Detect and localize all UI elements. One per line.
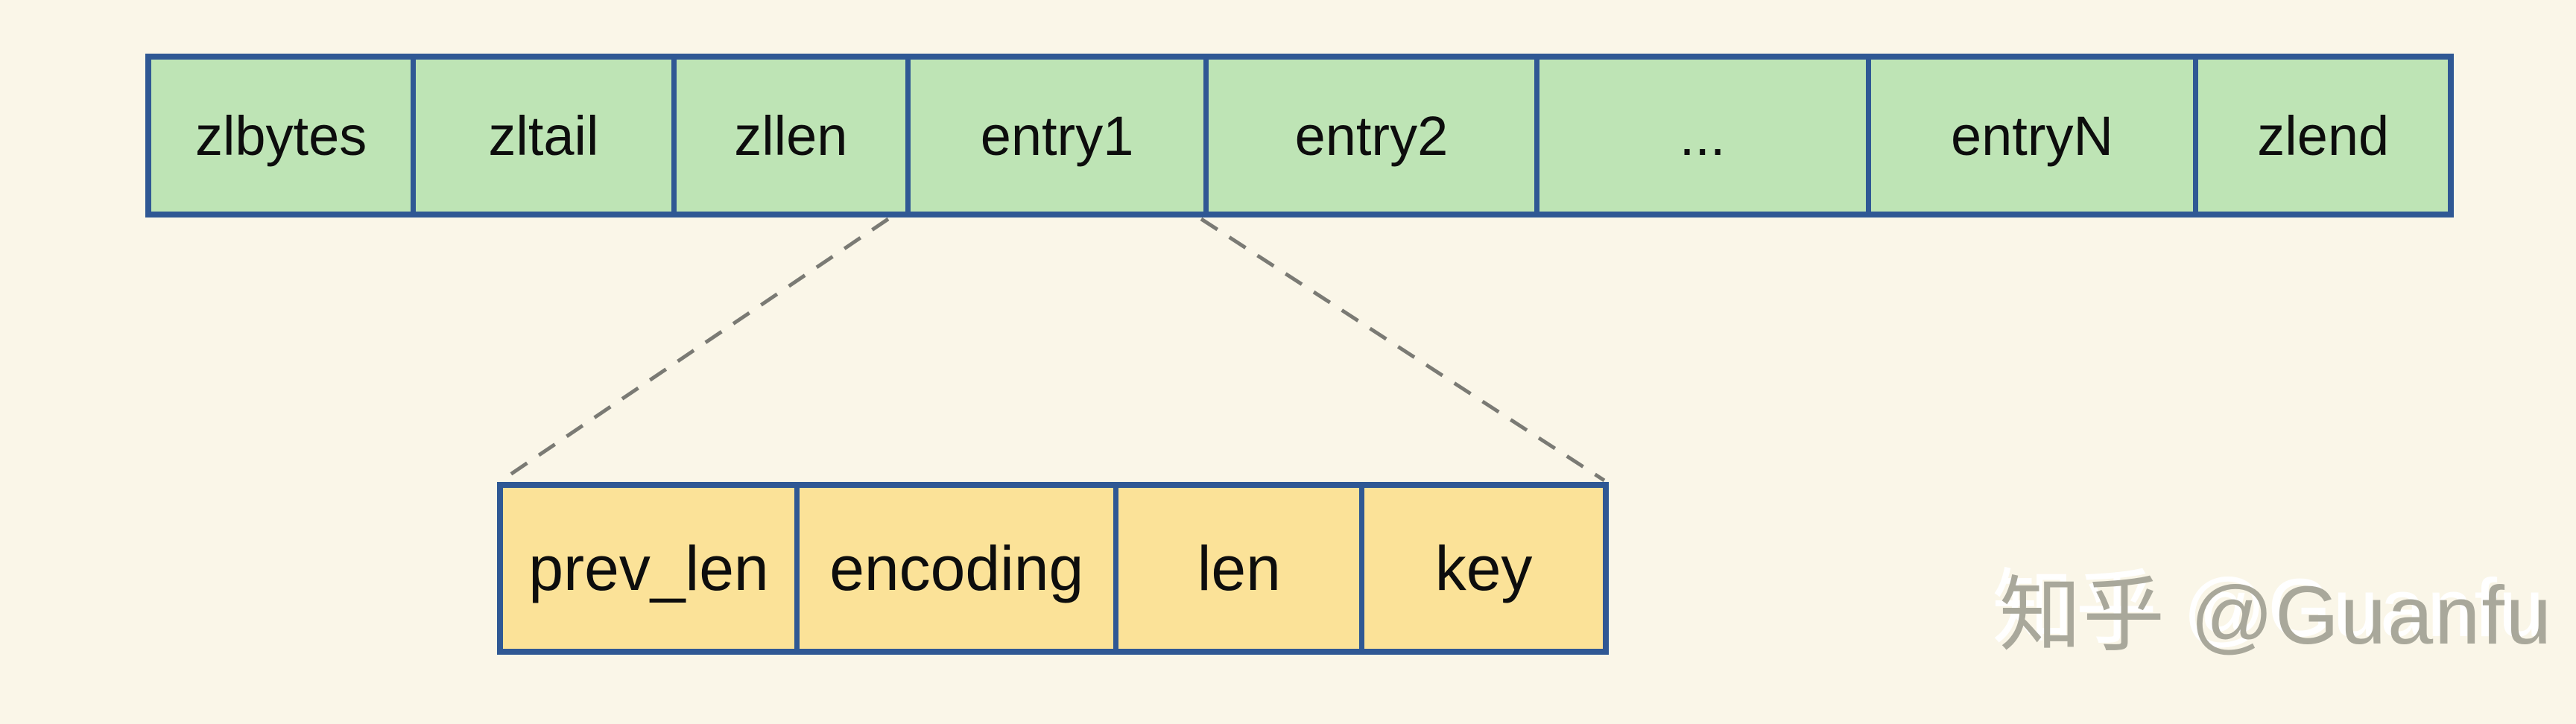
- zhihu-watermark: 知乎 @Guanfu: [1999, 570, 2554, 661]
- ziplist-cell-entry1: entry1: [905, 60, 1204, 212]
- ziplist-cell-ellipsis: ...: [1534, 60, 1866, 212]
- ziplist-row: zlbytes zltail zllen entry1 entry2 ... e…: [145, 54, 2454, 217]
- entry-detail-cell-len: len: [1113, 488, 1360, 649]
- ziplist-cell-zlend: zlend: [2193, 60, 2449, 212]
- dashed-connector-left: [500, 217, 890, 483]
- entry-detail-row: prev_len encoding len key: [497, 482, 1609, 655]
- ziplist-cell-entry2: entry2: [1203, 60, 1534, 212]
- ziplist-cell-zltail: zltail: [411, 60, 671, 212]
- entry-detail-cell-prev-len: prev_len: [503, 488, 795, 649]
- ziplist-cell-zllen: zllen: [671, 60, 906, 212]
- entry-detail-cell-encoding: encoding: [794, 488, 1114, 649]
- ziplist-cell-entryN: entryN: [1865, 60, 2194, 212]
- dashed-connector-right: [1200, 217, 1606, 483]
- ziplist-cell-zlbytes: zlbytes: [151, 60, 411, 212]
- entry-detail-cell-key: key: [1359, 488, 1603, 649]
